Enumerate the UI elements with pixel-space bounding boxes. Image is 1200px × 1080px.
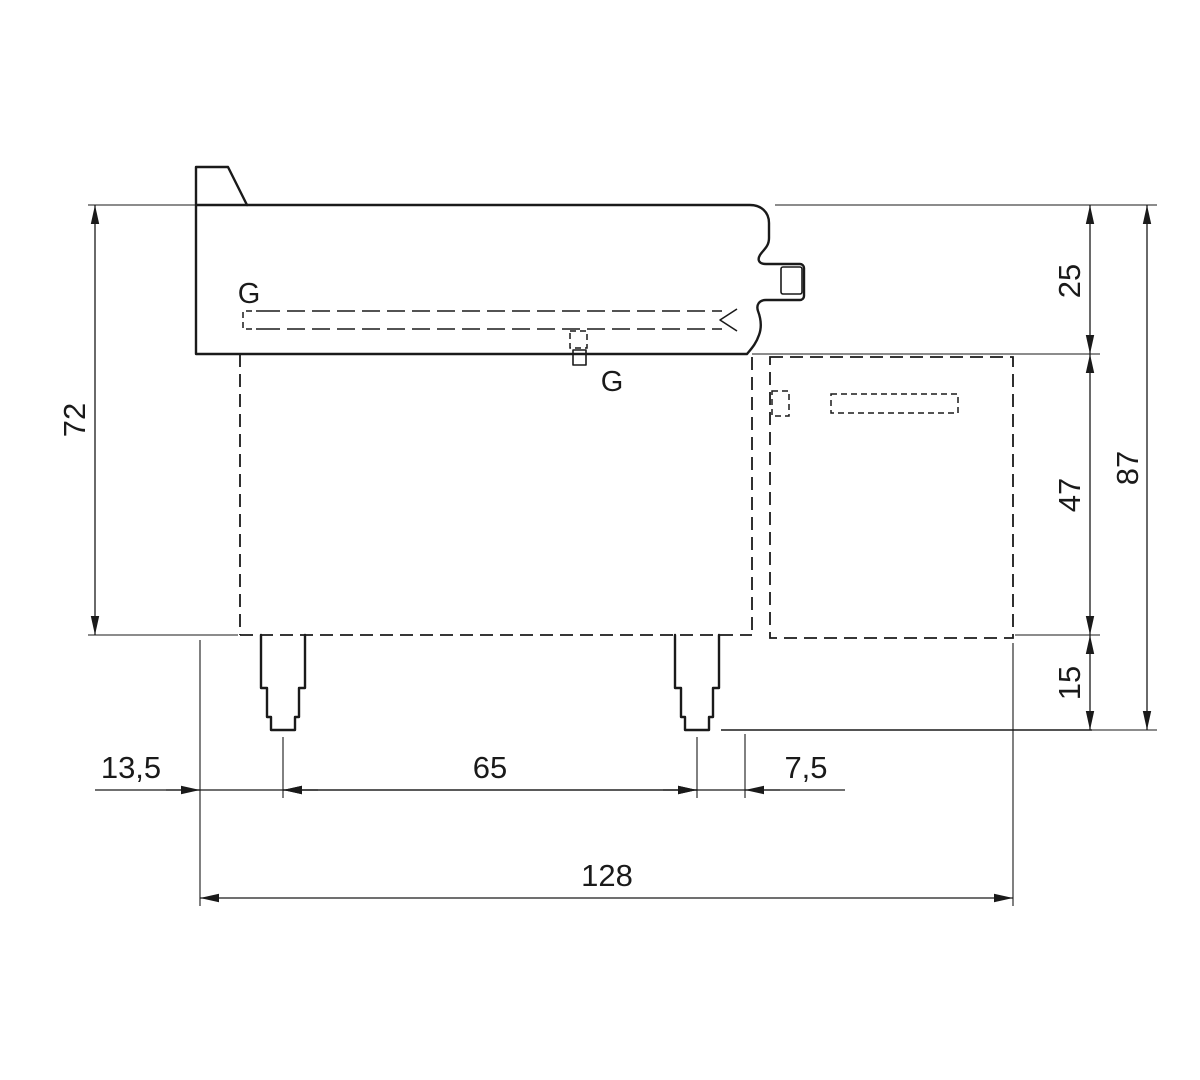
gas-inlet-box	[242, 310, 262, 330]
dim-label-13-5: 13,5	[101, 750, 161, 785]
dim-label-65: 65	[473, 750, 507, 785]
dim-label-15: 15	[1052, 666, 1087, 700]
rear-tab-profile	[194, 165, 249, 207]
dim-label-47: 47	[1052, 478, 1087, 512]
gas-pipe-arrow	[719, 308, 738, 332]
front-leg	[259, 633, 307, 732]
dimension-lines	[90, 205, 1152, 903]
gas-outlet-dashed-box	[569, 330, 588, 349]
top-section-outline	[194, 203, 806, 356]
module-outline	[769, 356, 1014, 639]
dimension-labels: 72 25 47 15 87 13,5 65 7,5 128 G G	[57, 264, 1145, 893]
legs	[259, 633, 721, 732]
gas-line	[242, 308, 738, 366]
extension-lines	[88, 204, 1157, 906]
dim-label-25: 25	[1052, 264, 1087, 298]
gas-label-top: G	[238, 278, 261, 310]
right-module-dashed	[769, 356, 1014, 639]
module-small-box	[771, 390, 790, 417]
module-vent-slot	[830, 393, 959, 414]
control-knob-detail	[780, 266, 803, 295]
rear-leg	[673, 633, 721, 732]
appliance-body-outline	[194, 165, 806, 356]
base-dashed-outline	[239, 354, 753, 636]
gas-label-bottom: G	[601, 366, 624, 398]
dim-label-128: 128	[581, 858, 633, 893]
gas-outlet-stub	[572, 349, 587, 366]
dim-label-72: 72	[57, 403, 92, 437]
dim-label-87: 87	[1110, 451, 1145, 485]
dim-label-7-5: 7,5	[784, 750, 827, 785]
